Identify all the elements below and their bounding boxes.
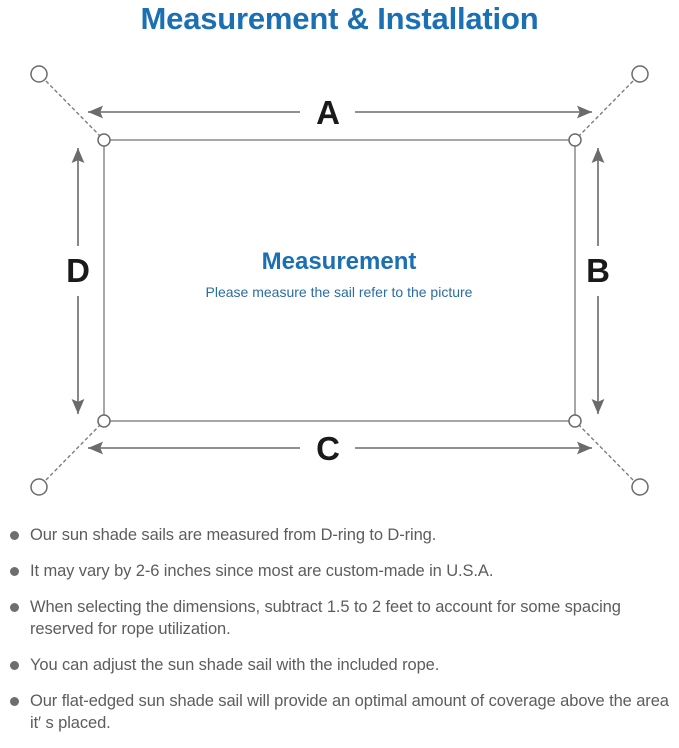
anchor-bottom-right: [631, 478, 649, 496]
bullet-icon: [10, 661, 19, 670]
note-text: It may vary by 2-6 inches since most are…: [30, 562, 494, 580]
bullet-icon: [10, 531, 19, 540]
anchor-points: [30, 65, 649, 496]
dimension-label-c: C: [316, 430, 340, 467]
rope-top-left: [41, 76, 105, 141]
note-text: You can adjust the sun shade sail with t…: [30, 656, 440, 674]
note-text: Our flat-edged sun shade sail will provi…: [30, 692, 669, 732]
list-item: Our flat-edged sun shade sail will provi…: [0, 690, 679, 734]
d-ring-top-left: [97, 133, 111, 147]
d-rings: [97, 133, 582, 428]
d-ring-bottom-right: [568, 414, 582, 428]
anchor-top-right: [631, 65, 649, 83]
bullet-icon: [10, 567, 19, 576]
sail-center-subtitle: Please measure the sail refer to the pic…: [206, 284, 473, 300]
page-title: Measurement & Installation: [140, 1, 539, 36]
rope-bottom-left: [41, 420, 105, 485]
list-item: Our sun shade sails are measured from D-…: [0, 524, 679, 546]
list-item: You can adjust the sun shade sail with t…: [0, 654, 679, 676]
rope-lines: [41, 76, 638, 485]
dimension-label-d: D: [66, 252, 90, 289]
sail-rectangle: [103, 139, 576, 422]
dimension-label-a: A: [316, 94, 340, 131]
list-item: It may vary by 2-6 inches since most are…: [0, 560, 679, 582]
note-text: When selecting the dimensions, subtract …: [30, 598, 621, 638]
anchor-bottom-left: [30, 478, 48, 496]
bullet-icon: [10, 603, 19, 612]
sail-center-title: Measurement: [262, 248, 417, 275]
anchor-top-left: [30, 65, 48, 83]
d-ring-bottom-left: [97, 414, 111, 428]
measurement-diagram: A C D B Measurement Please measure the s…: [30, 65, 649, 496]
dimension-label-b: B: [586, 252, 610, 289]
note-text: Our sun shade sails are measured from D-…: [30, 526, 437, 544]
d-ring-top-right: [568, 133, 582, 147]
rope-bottom-right: [574, 420, 638, 485]
notes-list: Our sun shade sails are measured from D-…: [0, 524, 679, 748]
bullet-icon: [10, 697, 19, 706]
rope-top-right: [574, 76, 638, 141]
list-item: When selecting the dimensions, subtract …: [0, 596, 679, 640]
